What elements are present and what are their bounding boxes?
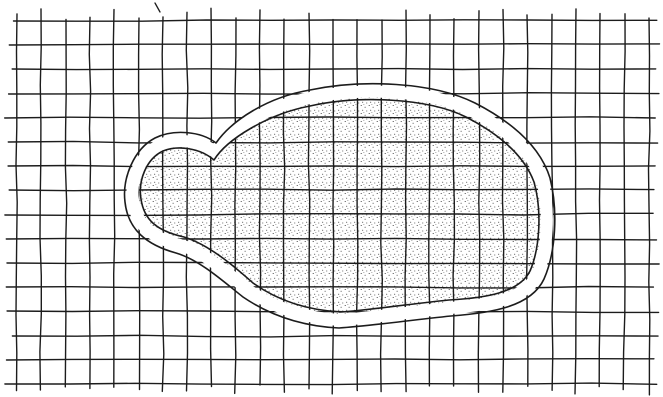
grid-horizontal-line: [14, 20, 657, 21]
grid-vertical-line: [623, 14, 625, 390]
stray-pen-mark: [155, 3, 160, 12]
grid-horizontal-line: [8, 166, 655, 167]
grid-horizontal-line: [7, 359, 654, 360]
grid-vertical-line: [429, 15, 430, 386]
grid-vertical-line: [259, 10, 260, 385]
grid-vertical-line: [16, 14, 17, 391]
grid-horizontal-line: [12, 335, 658, 337]
grid-horizontal-line: [7, 262, 659, 264]
grid-vertical-line: [89, 17, 90, 388]
grid-vertical-line: [527, 15, 528, 386]
grid-vertical-line: [332, 20, 334, 394]
blob-stipple-fill: [132, 92, 546, 320]
grid-vertical-line: [405, 10, 406, 391]
grid-horizontal-line: [12, 69, 656, 70]
grid-horizontal-line: [6, 238, 656, 240]
grid-vertical-line: [40, 9, 41, 390]
grid-horizontal-line: [5, 383, 657, 385]
grid-vertical-line: [113, 10, 114, 388]
grid-vertical-line: [478, 11, 479, 393]
grid-vertical-line: [65, 20, 66, 387]
grid-vertical-line: [357, 20, 358, 391]
grid-vertical-line: [649, 18, 650, 395]
grid-horizontal-line: [9, 44, 659, 45]
